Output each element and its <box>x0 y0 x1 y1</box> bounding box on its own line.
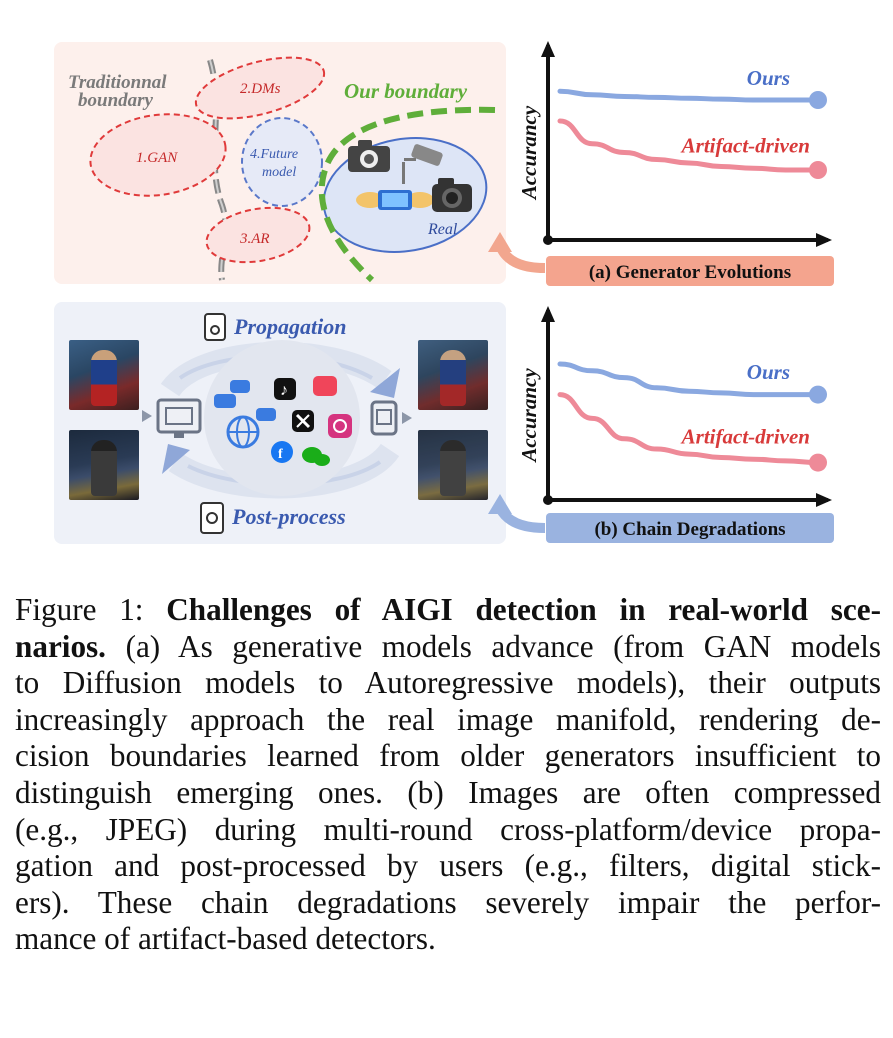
chart-b-badge <box>546 513 834 543</box>
caption-text: distinguish emerging ones. (b) Images ar… <box>15 774 881 810</box>
touch-edit-icon <box>200 502 224 534</box>
cluster-future-label-2: model <box>262 165 296 180</box>
our-boundary-label: Our boundary <box>344 79 468 103</box>
post-process-label: Post-process <box>231 504 346 529</box>
batman-image-left <box>69 430 139 500</box>
cluster-real-label: Real <box>427 221 458 238</box>
chart-b-end-ours <box>809 385 827 404</box>
caption-text: gation and post-processed by users (e.g.… <box>15 848 881 884</box>
globe-icon <box>226 415 260 449</box>
chart-b-label-artifact: Artifact-driven <box>680 425 810 449</box>
caption-line: mance of artifact-based detectors. <box>15 921 881 958</box>
chart-a-series-ours <box>557 88 821 103</box>
wechat-icon <box>302 447 330 466</box>
superman-image-right <box>418 340 488 410</box>
weibo-icon <box>313 376 337 396</box>
cluster-gan-label: 1.GAN <box>136 150 178 166</box>
batman-image-right <box>418 430 488 500</box>
traditional-boundary-label-1: Traditionnal <box>68 72 167 93</box>
chart-b-ylabel: Accurancy <box>517 368 541 464</box>
x-icon <box>292 410 314 432</box>
chart-a-badge-label: (a) Generator Evolutions <box>589 262 791 283</box>
caption-text: (a) As generative models advance (from G… <box>105 628 881 664</box>
chart-b-series-ours <box>557 361 821 398</box>
tiktok-icon: ♪ <box>274 378 296 400</box>
chart-b-y-arrowhead <box>541 306 555 322</box>
traditional-boundary-label-2: boundary <box>78 90 154 111</box>
chart-b-label-ours: Ours <box>747 360 790 384</box>
caption-text: increasingly approach the real image man… <box>15 701 881 737</box>
caption-text: cision boundaries learned from older gen… <box>15 738 881 774</box>
caption-text: Figure 1: <box>15 592 167 627</box>
caption-line: to Diffusion models to Autoregressive mo… <box>15 665 881 702</box>
chart-b-origin <box>543 495 553 505</box>
chart-a-end-ours <box>809 91 827 109</box>
cluster-dms-label: 2.DMs <box>240 81 281 97</box>
chat-bubble-icon <box>214 380 276 421</box>
svg-text:f: f <box>278 447 283 462</box>
facebook-icon: f <box>271 441 293 463</box>
instagram-icon <box>328 414 352 438</box>
caption-line: (e.g., JPEG) during multi-round cross-pl… <box>15 812 881 849</box>
chart-a-badge <box>546 256 834 286</box>
chart-b-badge-label: (b) Chain Degradations <box>594 519 785 540</box>
caption-line: Figure 1: Challenges of AIGI detection i… <box>15 592 881 629</box>
panel-a-diagram: Traditionnal boundary Our boundary 2.DMs… <box>68 56 546 283</box>
tablet-icon <box>370 400 412 436</box>
cluster-ar <box>205 206 311 264</box>
cluster-future-label-1: 4.Future <box>250 147 298 162</box>
cluster-ar-label: 3.AR <box>239 231 270 247</box>
camera-icon <box>348 140 390 172</box>
phone-icon <box>356 190 434 210</box>
chart-b-series-artifact <box>557 392 821 466</box>
chart-a-label-ours: Ours <box>747 66 790 90</box>
superman-image-left <box>69 340 139 410</box>
cluster-gan <box>89 113 227 197</box>
chart-a-label-artifact: Artifact-driven <box>680 134 810 158</box>
device-share-icon <box>204 313 226 341</box>
caption-line: gation and post-processed by users (e.g.… <box>15 848 881 885</box>
chart-b-x-arrowhead <box>816 493 832 507</box>
propagation-label: Propagation <box>233 314 346 339</box>
caption-line: ers). These chain degradations severely … <box>15 885 881 922</box>
chart-a-x-arrowhead <box>816 233 832 247</box>
chart-a-ylabel: Accurancy <box>517 105 541 201</box>
caption-line: cision boundaries learned from older gen… <box>15 738 881 775</box>
cctv-icon <box>402 144 443 184</box>
our-boundary-line <box>318 106 496 283</box>
panel-b-diagram: ♪ f Propagation <box>142 313 546 534</box>
caption-text: ers). These chain degradations severely … <box>15 884 881 920</box>
photo-camera-icon <box>432 178 472 212</box>
chart-a-series-artifact <box>557 118 821 173</box>
cluster-dms <box>194 56 326 120</box>
chart-a-end-artifact <box>809 161 827 179</box>
caption-bold-text: Challenges of AIGI detection in real-wor… <box>166 592 881 627</box>
caption-bold-text: narios. <box>15 628 106 664</box>
caption-text: (e.g., JPEG) during multi-round cross-pl… <box>15 811 881 847</box>
chart-b-end-artifact <box>809 453 827 472</box>
chart-a-y-arrowhead <box>541 41 555 57</box>
caption-text: mance of artifact-based detectors. <box>15 921 436 957</box>
chart-a-origin <box>543 235 553 245</box>
figure-caption: Figure 1: Challenges of AIGI detection i… <box>15 592 881 958</box>
svg-text:♪: ♪ <box>280 382 288 399</box>
caption-line: increasingly approach the real image man… <box>15 702 881 739</box>
caption-text: to Diffusion models to Autoregressive mo… <box>15 665 881 701</box>
monitor-icon <box>142 398 202 438</box>
caption-line: distinguish emerging ones. (b) Images ar… <box>15 775 881 812</box>
caption-line: narios. (a) As generative models advance… <box>15 629 881 666</box>
cluster-future <box>241 117 323 207</box>
figure-1: Traditionnal boundary Our boundary 2.DMs… <box>54 41 834 544</box>
